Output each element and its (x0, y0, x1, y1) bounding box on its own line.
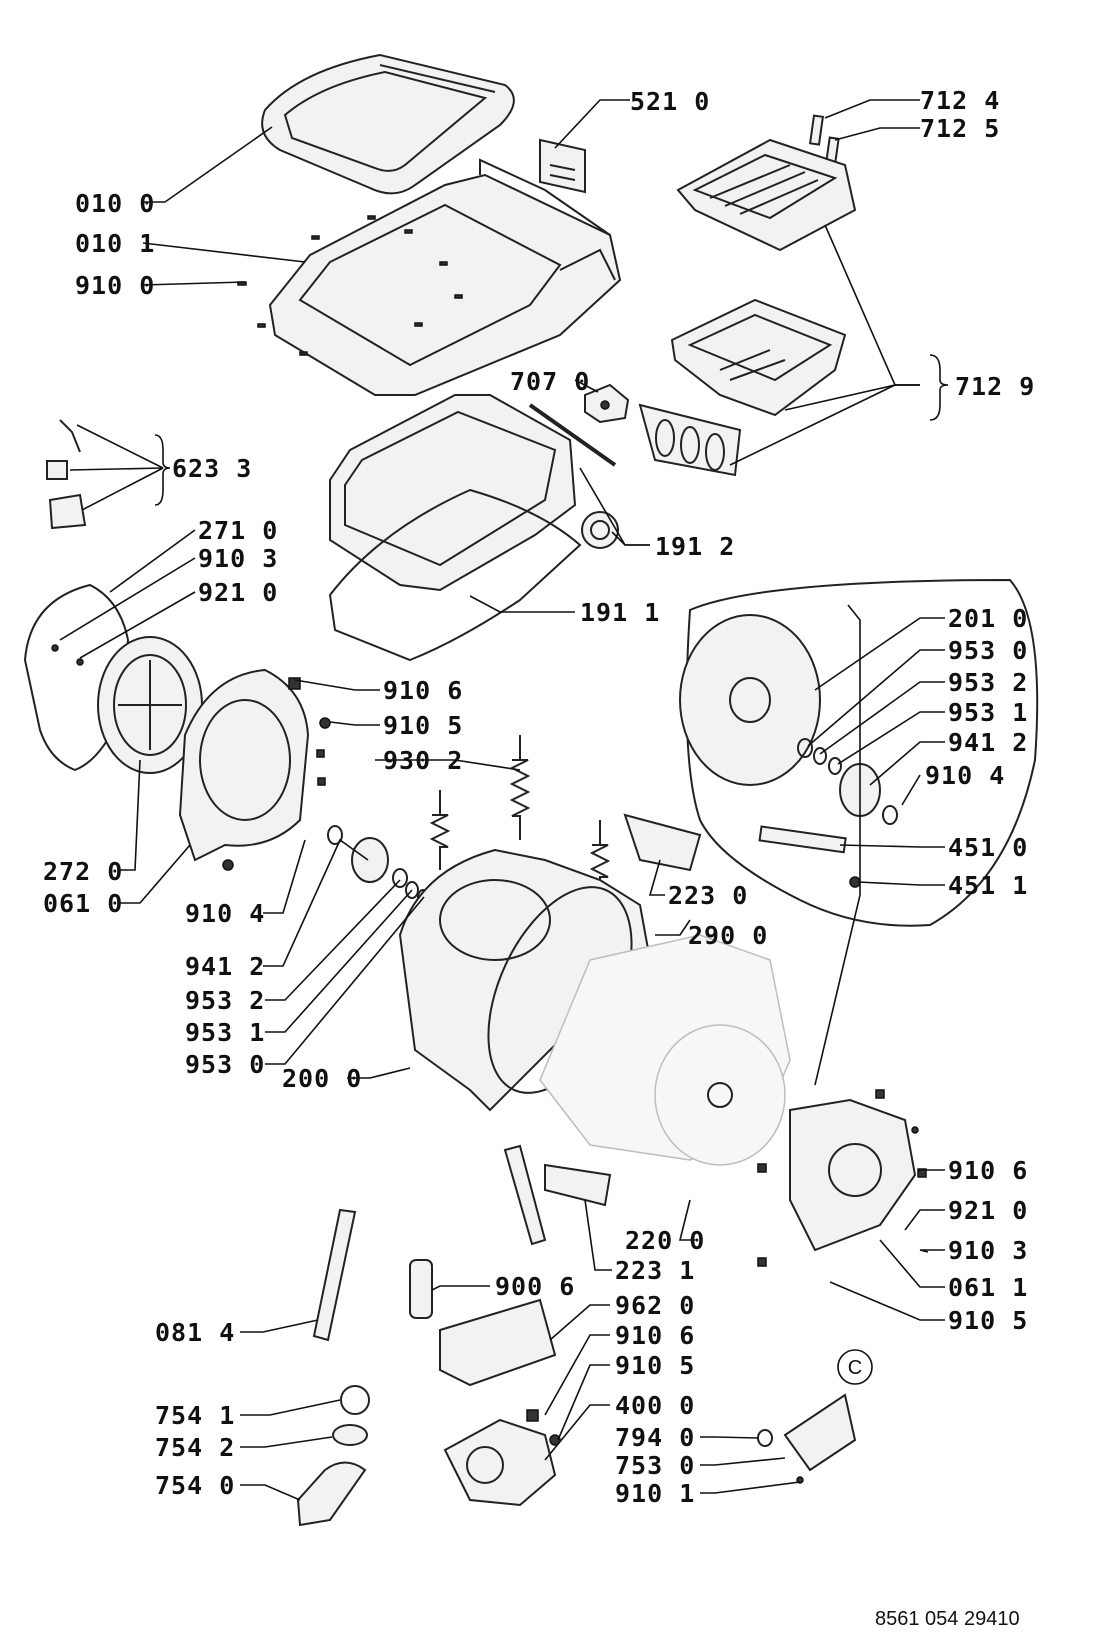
part-dispenser-drawer (638, 403, 742, 477)
part-bearing-flange (97, 636, 203, 774)
part-lid-seal (328, 488, 582, 662)
label-201-0: 201 0 (948, 604, 1028, 633)
label-921-0b: 921 0 (948, 1196, 1028, 1225)
part-tubes (808, 114, 840, 164)
part-tub-front-half (178, 668, 310, 862)
part-valve (584, 383, 630, 424)
screws-910-0 (237, 215, 463, 356)
part-tub-ring (329, 394, 577, 592)
label-010-0: 010 0 (75, 189, 155, 218)
label-953-0b: 953 0 (185, 1050, 265, 1079)
callout-bubble (679, 578, 1039, 927)
label-910-6: 910 6 (383, 676, 463, 705)
part-springs (429, 735, 611, 895)
label-910-5c: 910 5 (615, 1351, 695, 1380)
label-712-5: 712 5 (920, 114, 1000, 143)
label-200-0: 200 0 (282, 1064, 362, 1093)
label-953-1: 953 1 (948, 698, 1028, 727)
part-shield (439, 1298, 557, 1387)
label-910-1: 910 1 (615, 1479, 695, 1508)
label-271-0: 271 0 (198, 516, 278, 545)
label-794-0: 794 0 (615, 1423, 695, 1452)
part-door-lock-group (46, 419, 87, 530)
label-910-6c: 910 6 (615, 1321, 695, 1350)
label-910-5: 910 5 (383, 711, 463, 740)
part-shock-absorbers (312, 1144, 547, 1342)
label-953-0: 953 0 (948, 636, 1028, 665)
label-962-0: 962 0 (615, 1291, 695, 1320)
part-top-cover (261, 53, 515, 195)
label-910-3b: 910 3 (948, 1236, 1028, 1265)
label-921-0: 921 0 (198, 578, 278, 607)
label-521-0: 521 0 (630, 87, 710, 116)
label-953-2b: 953 2 (185, 986, 265, 1015)
label-223-0: 223 0 (668, 881, 748, 910)
label-061-0: 061 0 (43, 889, 123, 918)
part-dispenser-top (676, 138, 857, 252)
label-910-4b: 910 4 (185, 899, 265, 928)
part-side-panel (23, 583, 130, 772)
label-400-0: 400 0 (615, 1391, 695, 1420)
label-712-9: 712 9 (955, 372, 1035, 401)
label-910-3: 910 3 (198, 544, 278, 573)
label-010-1: 010 1 (75, 229, 155, 258)
part-bracket-223-1 (544, 1163, 612, 1207)
part-label-card (539, 138, 586, 194)
part-sensor (757, 1393, 857, 1484)
label-930-2: 930 2 (383, 746, 463, 775)
label-753-0: 753 0 (615, 1451, 695, 1480)
svg-text:C: C (848, 1357, 862, 1379)
label-290-0: 290 0 (688, 921, 768, 950)
label-910-5b: 910 5 (948, 1306, 1028, 1335)
label-707-0: 707 0 (510, 367, 590, 396)
label-910-6b: 910 6 (948, 1156, 1028, 1185)
label-953-2: 953 2 (948, 668, 1028, 697)
leader-lines (59, 99, 945, 1501)
label-900-6: 900 6 (495, 1272, 575, 1301)
part-labels: 010 0 010 1 910 0 521 0 712 4 712 5 707 … (43, 86, 1035, 1508)
label-910-4: 910 4 (925, 761, 1005, 790)
label-451-0: 451 0 (948, 833, 1028, 862)
label-272-0: 272 0 (43, 857, 123, 886)
label-754-1: 754 1 (155, 1401, 235, 1430)
part-capsule (409, 1259, 433, 1319)
document-number: 8561 054 29410 (875, 1608, 1020, 1630)
label-623-3: 623 3 (172, 454, 252, 483)
label-223-1: 223 1 (615, 1256, 695, 1285)
part-dispenser-housing (670, 298, 847, 417)
label-191-1: 191 1 (580, 598, 660, 627)
label-953-1b: 953 1 (185, 1018, 265, 1047)
label-754-0: 754 0 (155, 1471, 235, 1500)
label-910-0: 910 0 (75, 271, 155, 300)
label-941-2: 941 2 (948, 728, 1028, 757)
part-tub-rear (398, 848, 652, 1112)
part-rod-and-bellows (528, 403, 619, 549)
part-pump (443, 1409, 561, 1507)
part-worktop-frame (268, 158, 622, 396)
label-451-1: 451 1 (948, 871, 1028, 900)
part-tub-rear-half (757, 1089, 927, 1267)
label-941-2b: 941 2 (185, 952, 265, 981)
group-brackets (154, 354, 949, 506)
label-081-4: 081 4 (155, 1318, 235, 1347)
label-061-1: 061 1 (948, 1273, 1028, 1302)
part-filter-group (296, 1385, 370, 1527)
label-712-4: 712 4 (920, 86, 1000, 115)
part-drum (539, 934, 791, 1166)
label-754-2: 754 2 (155, 1433, 235, 1462)
label-220-0: 220 0 (625, 1226, 705, 1255)
marker-c: C (837, 1349, 873, 1385)
label-191-2: 191 2 (655, 532, 735, 561)
part-bracket-223-0 (623, 813, 702, 872)
